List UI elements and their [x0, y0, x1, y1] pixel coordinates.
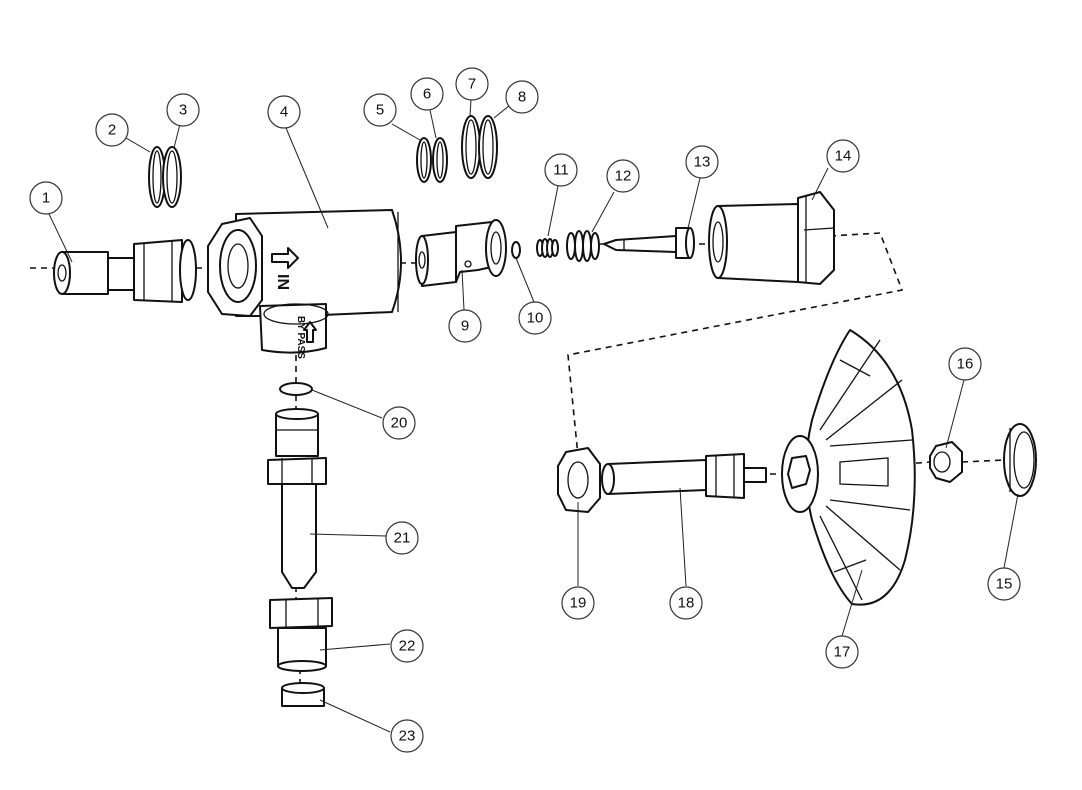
part-10-washer — [511, 241, 521, 259]
balloon-7: 7 — [455, 67, 489, 101]
part-11-spring — [536, 238, 559, 258]
part-17-handwheel — [781, 329, 916, 606]
part-16-nut — [929, 441, 963, 483]
part-4-valve-body: IN BY PASS — [207, 209, 402, 359]
balloon-19: 19 — [561, 586, 595, 620]
balloon-3: 3 — [166, 93, 200, 127]
balloon-label: 17 — [834, 644, 851, 661]
balloon-label: 2 — [108, 122, 116, 139]
part-18-spindle — [601, 453, 767, 499]
part-20-washer — [279, 382, 313, 396]
balloon-label: 11 — [553, 162, 569, 179]
balloon-13: 13 — [685, 145, 719, 179]
balloon-20: 20 — [382, 406, 416, 440]
part-21-bypass-fitting — [267, 408, 327, 589]
part-13-piston — [603, 227, 695, 259]
balloon-16: 16 — [948, 347, 982, 381]
part-7-o-ring — [461, 115, 481, 179]
balloon-label: 19 — [570, 595, 587, 612]
part-19-hex-nut — [557, 447, 601, 513]
part-23-bushing — [281, 682, 325, 707]
balloon-22: 22 — [390, 629, 424, 663]
part-5-o-ring — [416, 137, 432, 183]
part-12-spring — [566, 230, 600, 262]
balloon-label: 16 — [957, 356, 974, 373]
balloon-label: 21 — [394, 530, 411, 547]
balloon-label: 7 — [468, 76, 476, 93]
part-14-nut-cap — [708, 191, 835, 285]
part-8-o-ring — [478, 115, 498, 179]
balloon-label: 22 — [399, 638, 416, 655]
balloon-12: 12 — [606, 159, 640, 193]
balloon-label: 1 — [42, 190, 50, 207]
balloon-label: 12 — [615, 168, 632, 185]
balloon-17: 17 — [825, 635, 859, 669]
leader-lines — [48, 99, 1019, 733]
balloon-label: 8 — [518, 89, 526, 106]
balloon-18: 18 — [669, 586, 703, 620]
balloon-label: 14 — [835, 148, 852, 165]
part-3-o-ring — [162, 146, 182, 208]
balloon-15: 15 — [987, 567, 1021, 601]
part-15-knob-cap — [1003, 423, 1037, 497]
bypass-marking: BY PASS — [295, 316, 306, 359]
balloon-11: 11 — [544, 153, 578, 187]
part-1-hose-connector — [53, 239, 197, 303]
balloon-4: 4 — [267, 95, 301, 129]
balloon-1: 1 — [29, 181, 63, 215]
balloon-label: 5 — [376, 102, 384, 119]
balloon-2: 2 — [95, 113, 129, 147]
balloon-label: 20 — [391, 415, 408, 432]
balloon-label: 10 — [527, 310, 544, 327]
balloon-label: 4 — [280, 104, 288, 121]
balloon-label: 9 — [461, 318, 469, 335]
balloon-label: 15 — [996, 576, 1013, 593]
part-22-fitting-nut — [269, 597, 333, 672]
part-9-valve-seat — [415, 219, 507, 287]
balloon-label: 18 — [678, 595, 695, 612]
part-6-o-ring — [432, 137, 448, 183]
balloon-9: 9 — [448, 309, 482, 343]
balloon-8: 8 — [505, 80, 539, 114]
balloon-10: 10 — [518, 301, 552, 335]
balloon-14: 14 — [826, 139, 860, 173]
balloon-6: 6 — [410, 77, 444, 111]
balloon-label: 23 — [399, 728, 416, 745]
balloon-21: 21 — [385, 521, 419, 555]
balloon-23: 23 — [390, 719, 424, 753]
balloon-label: 13 — [694, 154, 711, 171]
balloon-label: 3 — [179, 102, 187, 119]
balloon-label: 6 — [423, 86, 431, 103]
balloon-5: 5 — [363, 93, 397, 127]
in-marking: IN — [274, 274, 291, 290]
